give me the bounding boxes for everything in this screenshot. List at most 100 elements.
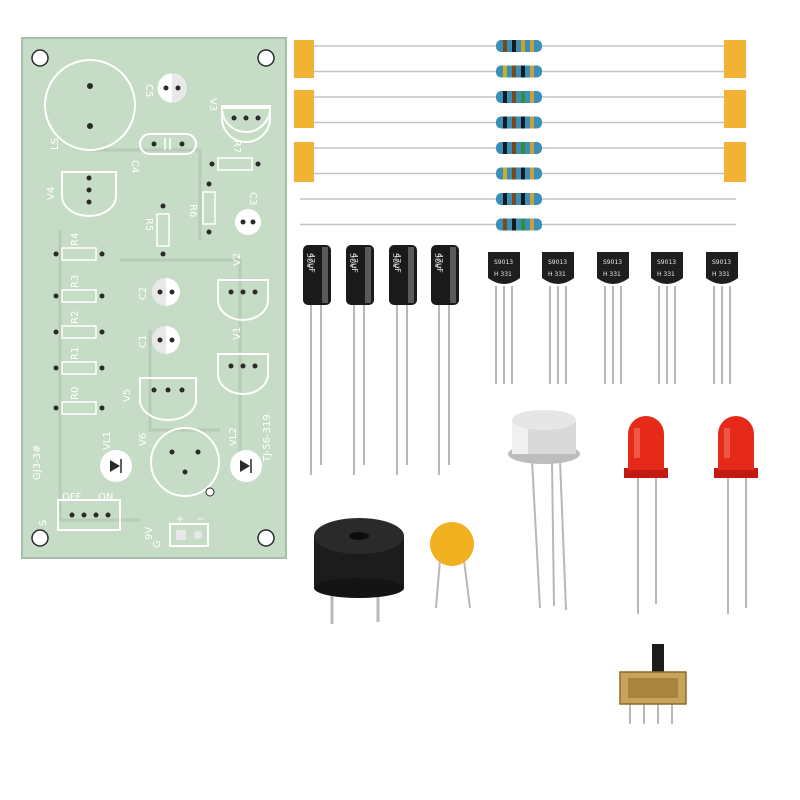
capacitor-3: 47μF 50V <box>389 245 417 475</box>
c1-footprint: C1 <box>138 326 180 354</box>
transistor-2-code: H 331 <box>548 271 566 278</box>
label-c3: C3 <box>247 192 258 205</box>
v6-footprint: V6 <box>138 427 220 497</box>
tape-left-2 <box>294 90 314 128</box>
capacitor-1-value: 47μF <box>307 253 316 273</box>
label-c1: C1 <box>138 335 149 348</box>
v5-footprint: V5 <box>122 377 197 421</box>
label-r4: R4 <box>70 233 81 246</box>
vl1-footprint: VL1 <box>100 431 132 482</box>
tape-left-1 <box>294 40 314 78</box>
resistor-8 <box>300 218 736 231</box>
capacitor-4: 47μF 50V <box>431 245 459 475</box>
tape-right-2 <box>724 90 746 128</box>
transistor-1-part: S9013 <box>494 259 513 266</box>
label-v3: V3 <box>207 98 218 111</box>
tape-right-1 <box>724 40 746 78</box>
vl2-footprint: VL2 <box>228 427 262 482</box>
power-footprint: 9V G + − <box>144 514 209 548</box>
led-1 <box>624 416 668 614</box>
label-v6: V6 <box>138 433 149 446</box>
label-v4: V4 <box>46 187 57 200</box>
transistor-1: S9013 H 331 <box>488 252 520 384</box>
label-v2: V2 <box>232 253 243 266</box>
r6-footprint: R6 <box>187 181 216 235</box>
ceramic-capacitor <box>430 522 474 609</box>
transistor-3-code: H 331 <box>603 271 621 278</box>
capacitor-2-value: 47μF <box>350 253 359 273</box>
r7-footprint: R7 <box>209 140 261 171</box>
resistor-3 <box>314 91 724 103</box>
transistor-3: S9013 H 331 <box>597 252 629 384</box>
buzzer <box>314 518 404 624</box>
capacitor-1-voltage: 50V <box>305 253 314 269</box>
resistor-2 <box>314 65 724 78</box>
transistor-4-part: S9013 <box>657 259 676 266</box>
capacitor-3-value: 47μF <box>393 253 402 273</box>
label-minus: − <box>196 514 204 525</box>
label-r3: R3 <box>70 275 81 288</box>
label-c2: C2 <box>138 287 149 300</box>
label-r6: R6 <box>187 204 198 217</box>
transistor-2: S9013 H 331 <box>542 252 574 384</box>
metal-can-transistor <box>508 410 580 611</box>
tape-right-3 <box>724 142 746 182</box>
mounting-holes <box>31 49 275 547</box>
r4-footprint: R4 <box>53 233 105 261</box>
c3-footprint: C3 <box>235 192 261 235</box>
label-g: G <box>152 540 163 548</box>
capacitor-3-voltage: 50V <box>391 253 400 269</box>
label-on: ON <box>98 492 113 503</box>
to92-transistors: S9013 H 331 S9013 H 331 S9013 H 331 S901… <box>488 252 738 384</box>
c5-footprint: C5 <box>143 73 187 103</box>
resistor-4 <box>314 116 724 129</box>
capacitor-2-voltage: 50V <box>348 253 357 269</box>
led-2 <box>714 416 758 614</box>
v4-footprint: V4 <box>46 171 117 217</box>
label-r1: R1 <box>70 347 81 360</box>
ls-footprint: LS <box>44 59 136 151</box>
label-r2: R2 <box>70 311 81 324</box>
slide-switch <box>619 644 687 724</box>
capacitor-1: 47μF 50V <box>303 245 331 475</box>
label-v5: V5 <box>122 389 133 402</box>
resistor-strip <box>294 40 746 231</box>
transistor-5-code: H 331 <box>712 271 730 278</box>
label-r0: R0 <box>70 387 81 400</box>
r3-footprint: R3 <box>53 275 105 303</box>
resistor-7 <box>300 193 736 205</box>
c4-footprint: C4 <box>129 133 197 173</box>
label-c5: C5 <box>143 84 154 97</box>
transistor-4-code: H 331 <box>657 271 675 278</box>
resistor-5 <box>314 142 724 154</box>
board-code: TJ-56-319 <box>262 414 273 463</box>
transistor-4: S9013 H 331 <box>651 252 683 384</box>
label-r5: R5 <box>143 218 154 231</box>
c2-footprint: C2 <box>138 278 180 306</box>
board-title: GJ3-3# <box>32 445 43 480</box>
label-ls: LS <box>50 138 61 150</box>
switch-footprint: S OFF ON <box>38 492 121 531</box>
label-vl2: VL2 <box>228 427 239 446</box>
transistor-2-part: S9013 <box>548 259 567 266</box>
transistor-1-code: H 331 <box>494 271 512 278</box>
label-c4: C4 <box>129 160 140 173</box>
label-v1: V1 <box>232 327 243 340</box>
label-9v: 9V <box>144 527 155 540</box>
capacitor-2: 47μF 50V <box>346 245 374 475</box>
transistor-3-part: S9013 <box>603 259 622 266</box>
r5-footprint: R5 <box>143 203 170 257</box>
transistor-5-part: S9013 <box>712 259 731 266</box>
label-plus: + <box>176 514 184 525</box>
label-off: OFF <box>62 492 82 503</box>
v2-footprint: V2 <box>217 253 269 321</box>
resistor-1 <box>314 40 724 52</box>
capacitor-4-value: 47μF <box>435 253 444 273</box>
resistor-6 <box>314 167 724 180</box>
transistor-5: S9013 H 331 <box>706 252 738 384</box>
r2-footprint: R2 <box>53 311 105 339</box>
pcb-board: LS C5 V3 C4 R7 <box>21 37 287 559</box>
r1-footprint: R1 <box>53 347 105 375</box>
capacitor-4-voltage: 50V <box>433 253 442 269</box>
